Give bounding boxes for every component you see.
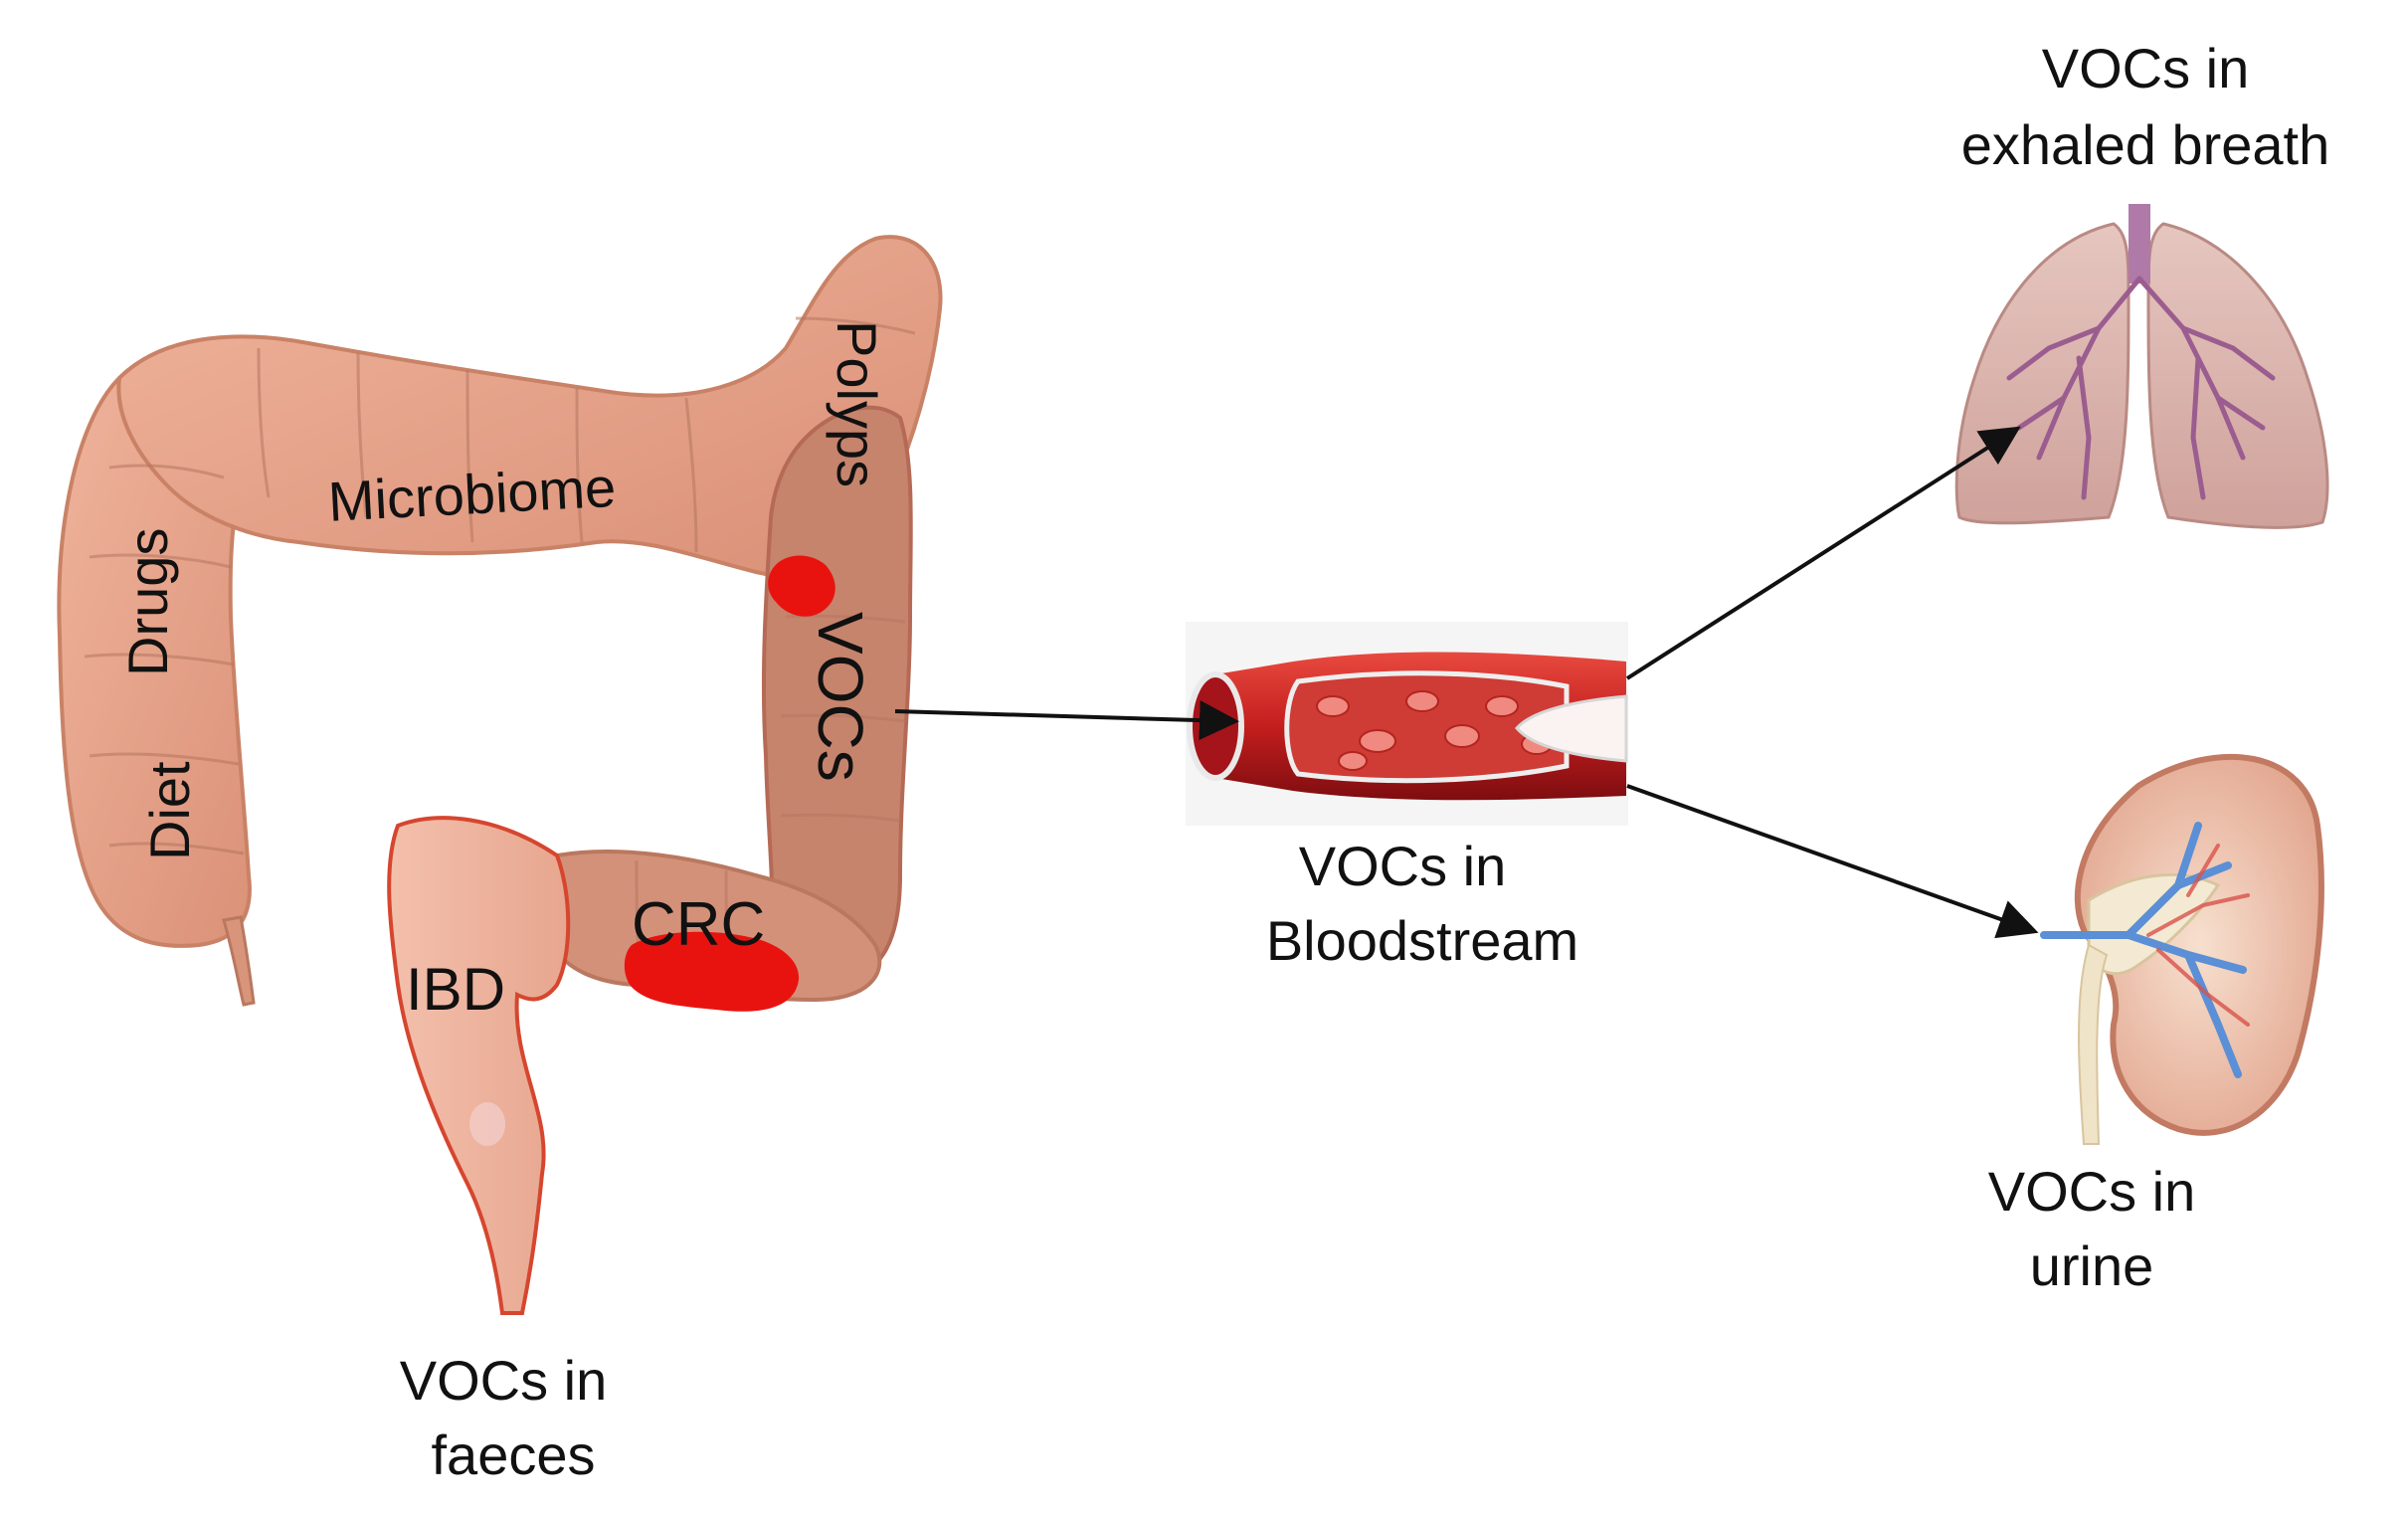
label-bloodstream-line1: VOCs in [1299, 835, 1507, 897]
flow-arrows [894, 426, 2039, 939]
bronchi [2006, 276, 2276, 500]
label-diet: Diet [138, 761, 201, 860]
renal-pelvis [2087, 872, 2221, 976]
label-breath-line1: VOCs in [2042, 37, 2250, 99]
left-lung [1954, 222, 2130, 525]
label-polyps: Polyps [826, 320, 888, 487]
arrow-bloodstream-to-kidney [1626, 784, 2039, 939]
label-ibd: IBD [406, 956, 505, 1023]
label-crc: CRC [632, 890, 765, 959]
appendix [222, 915, 256, 1007]
arrow-colon-to-bloodstream [894, 700, 1239, 741]
rectum [387, 816, 571, 1315]
label-faeces-line1: VOCs in [400, 1349, 608, 1412]
crc-lesion [624, 931, 800, 1012]
blood-cells [1316, 690, 1553, 771]
label-urine-line1: VOCs in [1988, 1160, 2196, 1223]
label-faeces-line2: faeces [432, 1423, 596, 1486]
haustra-texture [84, 316, 916, 994]
polyp-lesion [768, 555, 835, 617]
kidney-illustration: VOCs in urine [1988, 753, 2324, 1297]
label-drugs: Drugs [116, 528, 179, 676]
label-bloodstream-line2: Bloodstream [1266, 909, 1578, 972]
kidney-body [2074, 753, 2324, 1136]
rectum-spot [469, 1102, 505, 1146]
transverse-colon [116, 235, 943, 578]
descending-colon [761, 405, 913, 991]
lungs-illustration: VOCs in exhaled breath [1954, 37, 2330, 529]
arrow-bloodstream-to-lungs [1625, 426, 2021, 680]
colon-illustration: Microbiome Drugs Diet Polyps VOCs CRC IB… [57, 235, 943, 1486]
vessel-opening [1187, 671, 1244, 781]
label-microbiome: Microbiome [326, 456, 617, 533]
renal-veins [2040, 822, 2247, 1078]
ureter [2078, 943, 2109, 1145]
label-urine-line2: urine [2030, 1234, 2154, 1297]
blood-vessel-illustration: VOCs in Bloodstream [1186, 622, 1628, 972]
label-breath-line2: exhaled breath [1961, 113, 2330, 176]
trachea [2129, 204, 2150, 284]
label-vocs-colon: VOCs [805, 612, 876, 782]
vessel-fold [1515, 694, 1628, 763]
right-lung [2146, 222, 2329, 529]
renal-arteries [2146, 844, 2250, 1027]
